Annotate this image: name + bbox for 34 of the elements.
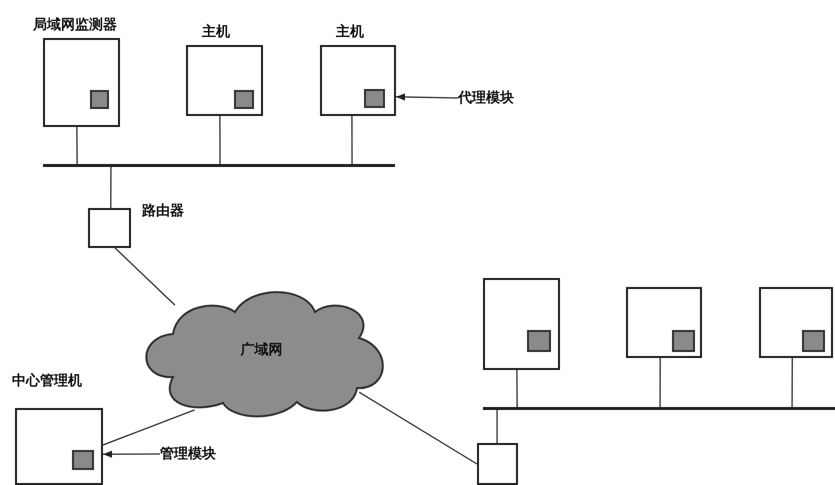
device-label: 中心管理机 [12,372,82,390]
device-label: 路由器 [142,202,184,220]
network-label: 广域网 [240,340,282,360]
leader-arrow [396,93,458,101]
device-label: 局域网监测器 [33,16,117,34]
module-square [364,89,385,108]
network-link [516,370,518,408]
module-square [672,330,695,352]
network-link [351,116,353,166]
computer-box [483,278,560,370]
callout-label: 管理模块 [160,444,256,464]
network-link [102,409,195,446]
computer-box [626,287,702,358]
computer-box [759,287,833,358]
network-link [791,358,793,408]
network-bus [483,407,835,410]
device-label: 主机 [202,23,230,41]
network-link [76,127,78,166]
module-square [527,330,551,352]
module-square [234,90,254,109]
leader-arrow [103,450,160,458]
network-link [219,116,221,166]
network-link [358,392,478,465]
module-square [72,450,94,470]
device-label: 主机 [336,23,364,41]
computer-box [477,443,518,485]
module-square [90,90,109,109]
callout-label: 代理模块 [458,88,554,108]
module-square [802,330,825,352]
network-bus [43,164,395,167]
network-link [114,248,176,306]
network-link [110,166,112,208]
network-link [496,408,498,443]
network-link [659,358,661,408]
